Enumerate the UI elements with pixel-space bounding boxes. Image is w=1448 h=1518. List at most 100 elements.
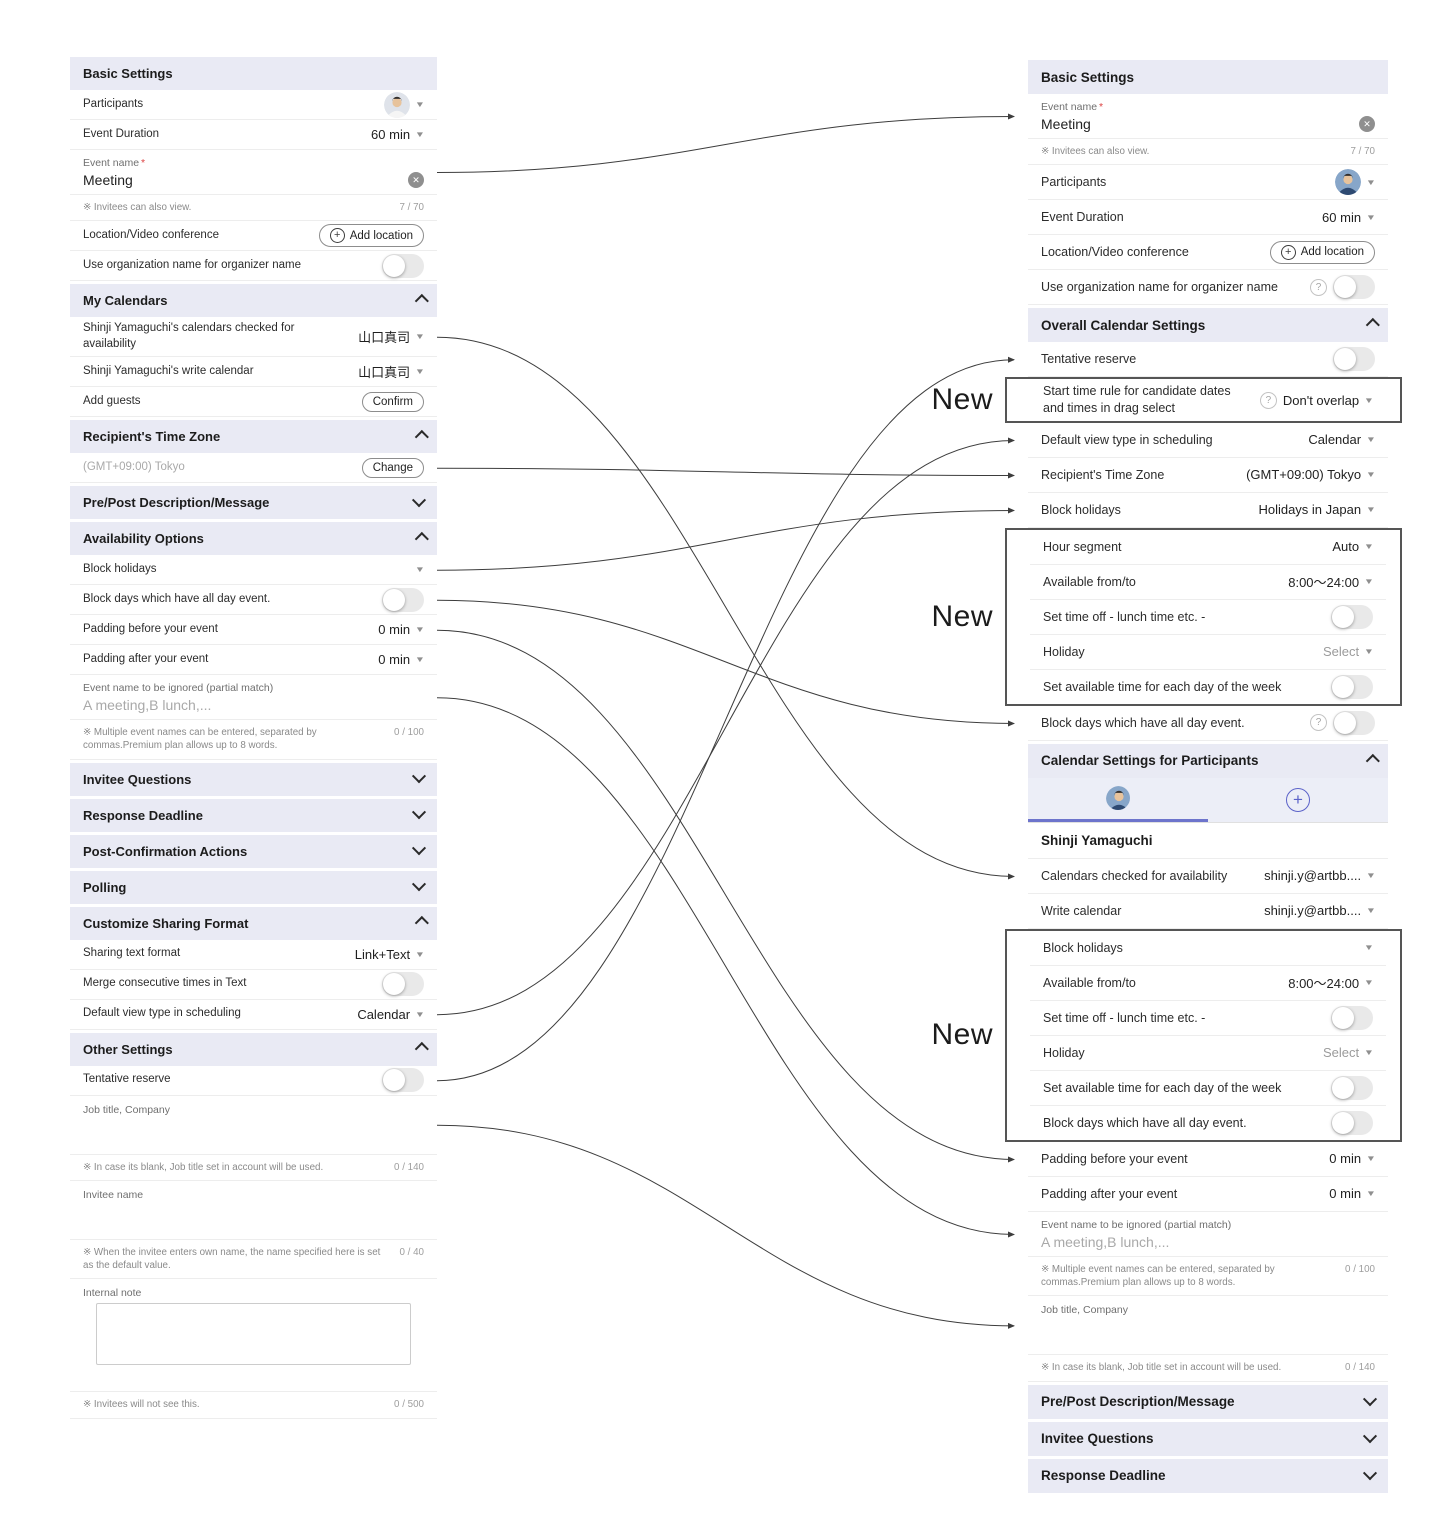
r-tentative-toggle[interactable] xyxy=(1333,347,1375,372)
helper-note: ※ Multiple event names can be entered, s… xyxy=(70,720,437,760)
section-header-availability-options[interactable]: Availability Options xyxy=(70,522,437,556)
row-block-days-which-have-all-day-event-toggle[interactable] xyxy=(1331,1110,1373,1135)
l-default-view-dropdown[interactable]: Calendar▼ xyxy=(357,1007,426,1022)
section-header-customize-sharing-format[interactable]: Customize Sharing Format xyxy=(70,906,437,940)
row-use-organization-name-for-organizer-name-toggle[interactable] xyxy=(1333,275,1375,300)
chevron-down-icon: ▼ xyxy=(414,1009,426,1019)
l-event-ignored-input[interactable]: A meeting,B lunch,... xyxy=(83,697,212,714)
row-available-from-to-dropdown[interactable]: 8:00〜24:00▼ xyxy=(1288,572,1374,591)
participant-avatar xyxy=(1106,786,1130,811)
char-counter: 0 / 140 xyxy=(1345,1362,1375,1374)
section-header-invitee-questions[interactable]: Invitee Questions xyxy=(1028,1421,1388,1456)
section-title: Overall Calendar Settings xyxy=(1041,317,1206,333)
r-block-days-help-icon[interactable]: ? xyxy=(1310,714,1327,732)
row-start-time-rule-for-candidate-dates-and-times-in-drag-select-help-icon[interactable]: ? xyxy=(1259,391,1277,409)
add-participant-tab[interactable]: + xyxy=(1208,778,1388,822)
input-invitee-name-input[interactable] xyxy=(83,1201,424,1219)
row-use-organization-name-for-organizer-name-help-icon[interactable]: ? xyxy=(1310,278,1327,296)
r-cal-avail-dropdown[interactable]: shinji.y@artbb....▼ xyxy=(1264,868,1376,883)
clear-icon[interactable]: ✕ xyxy=(1359,116,1375,132)
row-available-from-to-label: Available from/to xyxy=(1043,975,1136,990)
helper-note: ※ Invitees will not see this.0 / 500 xyxy=(70,1392,437,1419)
row-block-days-which-have-all-day-event-label: Block days which have all day event. xyxy=(1043,1115,1247,1130)
row-use-organization-name-for-organizer-name-toggle[interactable] xyxy=(382,253,424,278)
l-tentative-label: Tentative reserve xyxy=(83,1073,171,1086)
row-hour-segment-dropdown[interactable]: Auto▼ xyxy=(1332,539,1374,554)
row-sharing-text-format-dropdown[interactable]: Link+Text▼ xyxy=(355,947,425,962)
row-participants-selector[interactable]: ▼ xyxy=(1335,169,1376,196)
row-event-duration-label: Event Duration xyxy=(83,127,160,140)
toggle-knob xyxy=(1334,348,1356,371)
toggle-knob xyxy=(383,1069,405,1092)
row-write-calendar-dropdown[interactable]: shinji.y@artbb....▼ xyxy=(1264,903,1376,918)
section-header-invitee-questions[interactable]: Invitee Questions xyxy=(70,762,437,796)
l-timezone-label: (GMT+09:00) Tokyo xyxy=(83,460,185,473)
row-event-duration-dropdown[interactable]: 60 min▼ xyxy=(371,127,425,142)
r-block-holidays-dropdown[interactable]: Holidays in Japan▼ xyxy=(1258,502,1376,518)
l-timezone-button[interactable]: Change xyxy=(361,457,424,478)
row-set-available-time-for-each-day-of-the-week-toggle[interactable] xyxy=(1331,674,1373,699)
chevron-down-icon xyxy=(411,805,427,820)
new-label: New xyxy=(931,1018,993,1052)
r-event-ignored-input[interactable]: A meeting,B lunch,... xyxy=(1041,1233,1170,1250)
l-block-days-toggle[interactable] xyxy=(382,587,424,612)
section-header-post-confirmation-actions[interactable]: Post-Confirmation Actions xyxy=(70,834,437,868)
clear-icon[interactable]: ✕ xyxy=(408,172,424,188)
r-job-title-label: Job title, Company xyxy=(1041,1304,1128,1317)
r-event-name-input[interactable]: Meeting xyxy=(1041,116,1091,132)
r-default-view-dropdown[interactable]: Calendar▼ xyxy=(1308,432,1376,447)
row-block-holidays: Block holidays▼ xyxy=(1030,930,1386,966)
l-block-holidays-dropdown[interactable]: ▼ xyxy=(415,565,425,574)
section-header-overall-calendar-settings[interactable]: Overall Calendar Settings xyxy=(1028,308,1388,343)
section-header-other-settings[interactable]: Other Settings xyxy=(70,1032,437,1066)
row-add-guests-button[interactable]: Confirm xyxy=(361,391,424,412)
row-location-video-conference-button[interactable]: +Add location xyxy=(318,224,424,248)
l-event-name-input[interactable]: Meeting xyxy=(83,172,133,188)
section-header-recipient-s-time-zone[interactable]: Recipient's Time Zone xyxy=(70,420,437,454)
section-header-pre-post-description-message[interactable]: Pre/Post Description/Message xyxy=(70,486,437,520)
row-set-time-off-lunch-time-etc-toggle[interactable] xyxy=(1331,604,1373,629)
row-start-time-rule-for-candidate-dates-and-times-in-drag-select-dropdown[interactable]: Don't overlap▼ xyxy=(1283,393,1374,408)
row-holiday-dropdown[interactable]: Select▼ xyxy=(1323,1045,1374,1060)
l-job-title-label: Job title, Company xyxy=(83,1103,170,1116)
row-block-holidays-dropdown[interactable]: ▼ xyxy=(1364,943,1374,952)
chevron-down-icon xyxy=(411,877,427,892)
section-header-polling[interactable]: Polling xyxy=(70,870,437,904)
r-block-holidays-value: Holidays in Japan xyxy=(1258,502,1362,518)
row-padding-after-your-event-dropdown[interactable]: 0 min▼ xyxy=(378,652,425,667)
char-counter: 0 / 140 xyxy=(394,1161,424,1173)
row-participants-selector[interactable]: ▼ xyxy=(384,91,425,118)
row-event-duration-value: 60 min xyxy=(1322,209,1362,225)
section-header-pre-post-description-message[interactable]: Pre/Post Description/Message xyxy=(1028,1384,1388,1419)
row-merge-consecutive-times-in-text-toggle[interactable] xyxy=(382,972,424,997)
section-header-calendar-settings-for-participants[interactable]: Calendar Settings for Participants xyxy=(1028,743,1388,778)
l-tentative-toggle[interactable] xyxy=(382,1068,424,1093)
r-padding-before-dropdown[interactable]: 0 min▼ xyxy=(1329,1151,1376,1166)
l-padding-before-dropdown[interactable]: 0 min▼ xyxy=(378,622,425,637)
row-set-available-time-for-each-day-of-the-week-label: Set available time for each day of the w… xyxy=(1043,679,1282,694)
row-padding-after-your-event-dropdown[interactable]: 0 min▼ xyxy=(1329,1186,1376,1201)
input-internal-note-textarea[interactable] xyxy=(96,1303,411,1366)
row-location-video-conference-button[interactable]: +Add location xyxy=(1269,240,1375,264)
l-job-title-input[interactable] xyxy=(83,1116,424,1134)
section-header-response-deadline[interactable]: Response Deadline xyxy=(70,798,437,832)
note-text: ※ Invitees will not see this. xyxy=(83,1399,200,1411)
row-available-from-to-value: 8:00〜24:00 xyxy=(1288,976,1360,992)
helper-note: ※ When the invitee enters own name, the … xyxy=(70,1240,437,1280)
section-header-response-deadline[interactable]: Response Deadline xyxy=(1028,1458,1388,1493)
row-available-from-to-dropdown[interactable]: 8:00〜24:00▼ xyxy=(1288,973,1374,992)
participant-tab-shinji[interactable] xyxy=(1028,778,1208,822)
row-shinji-yamaguchi-s-write-calendar-dropdown[interactable]: 山口真司▼ xyxy=(358,362,425,381)
r-block-days-toggle[interactable] xyxy=(1333,710,1375,735)
r-timezone-dropdown[interactable]: (GMT+09:00) Tokyo▼ xyxy=(1246,467,1376,482)
row-set-time-off-lunch-time-etc-toggle[interactable] xyxy=(1331,1005,1373,1030)
r-job-title-input[interactable] xyxy=(1041,1316,1375,1334)
row-set-available-time-for-each-day-of-the-week-toggle[interactable] xyxy=(1331,1075,1373,1100)
l-cal-avail-dropdown[interactable]: 山口真司▼ xyxy=(358,327,425,346)
row-holiday-dropdown[interactable]: Select▼ xyxy=(1323,644,1374,659)
section-header-my-calendars[interactable]: My Calendars xyxy=(70,284,437,318)
section-title: Customize Sharing Format xyxy=(83,915,249,931)
row-event-duration-dropdown[interactable]: 60 min▼ xyxy=(1322,209,1376,225)
